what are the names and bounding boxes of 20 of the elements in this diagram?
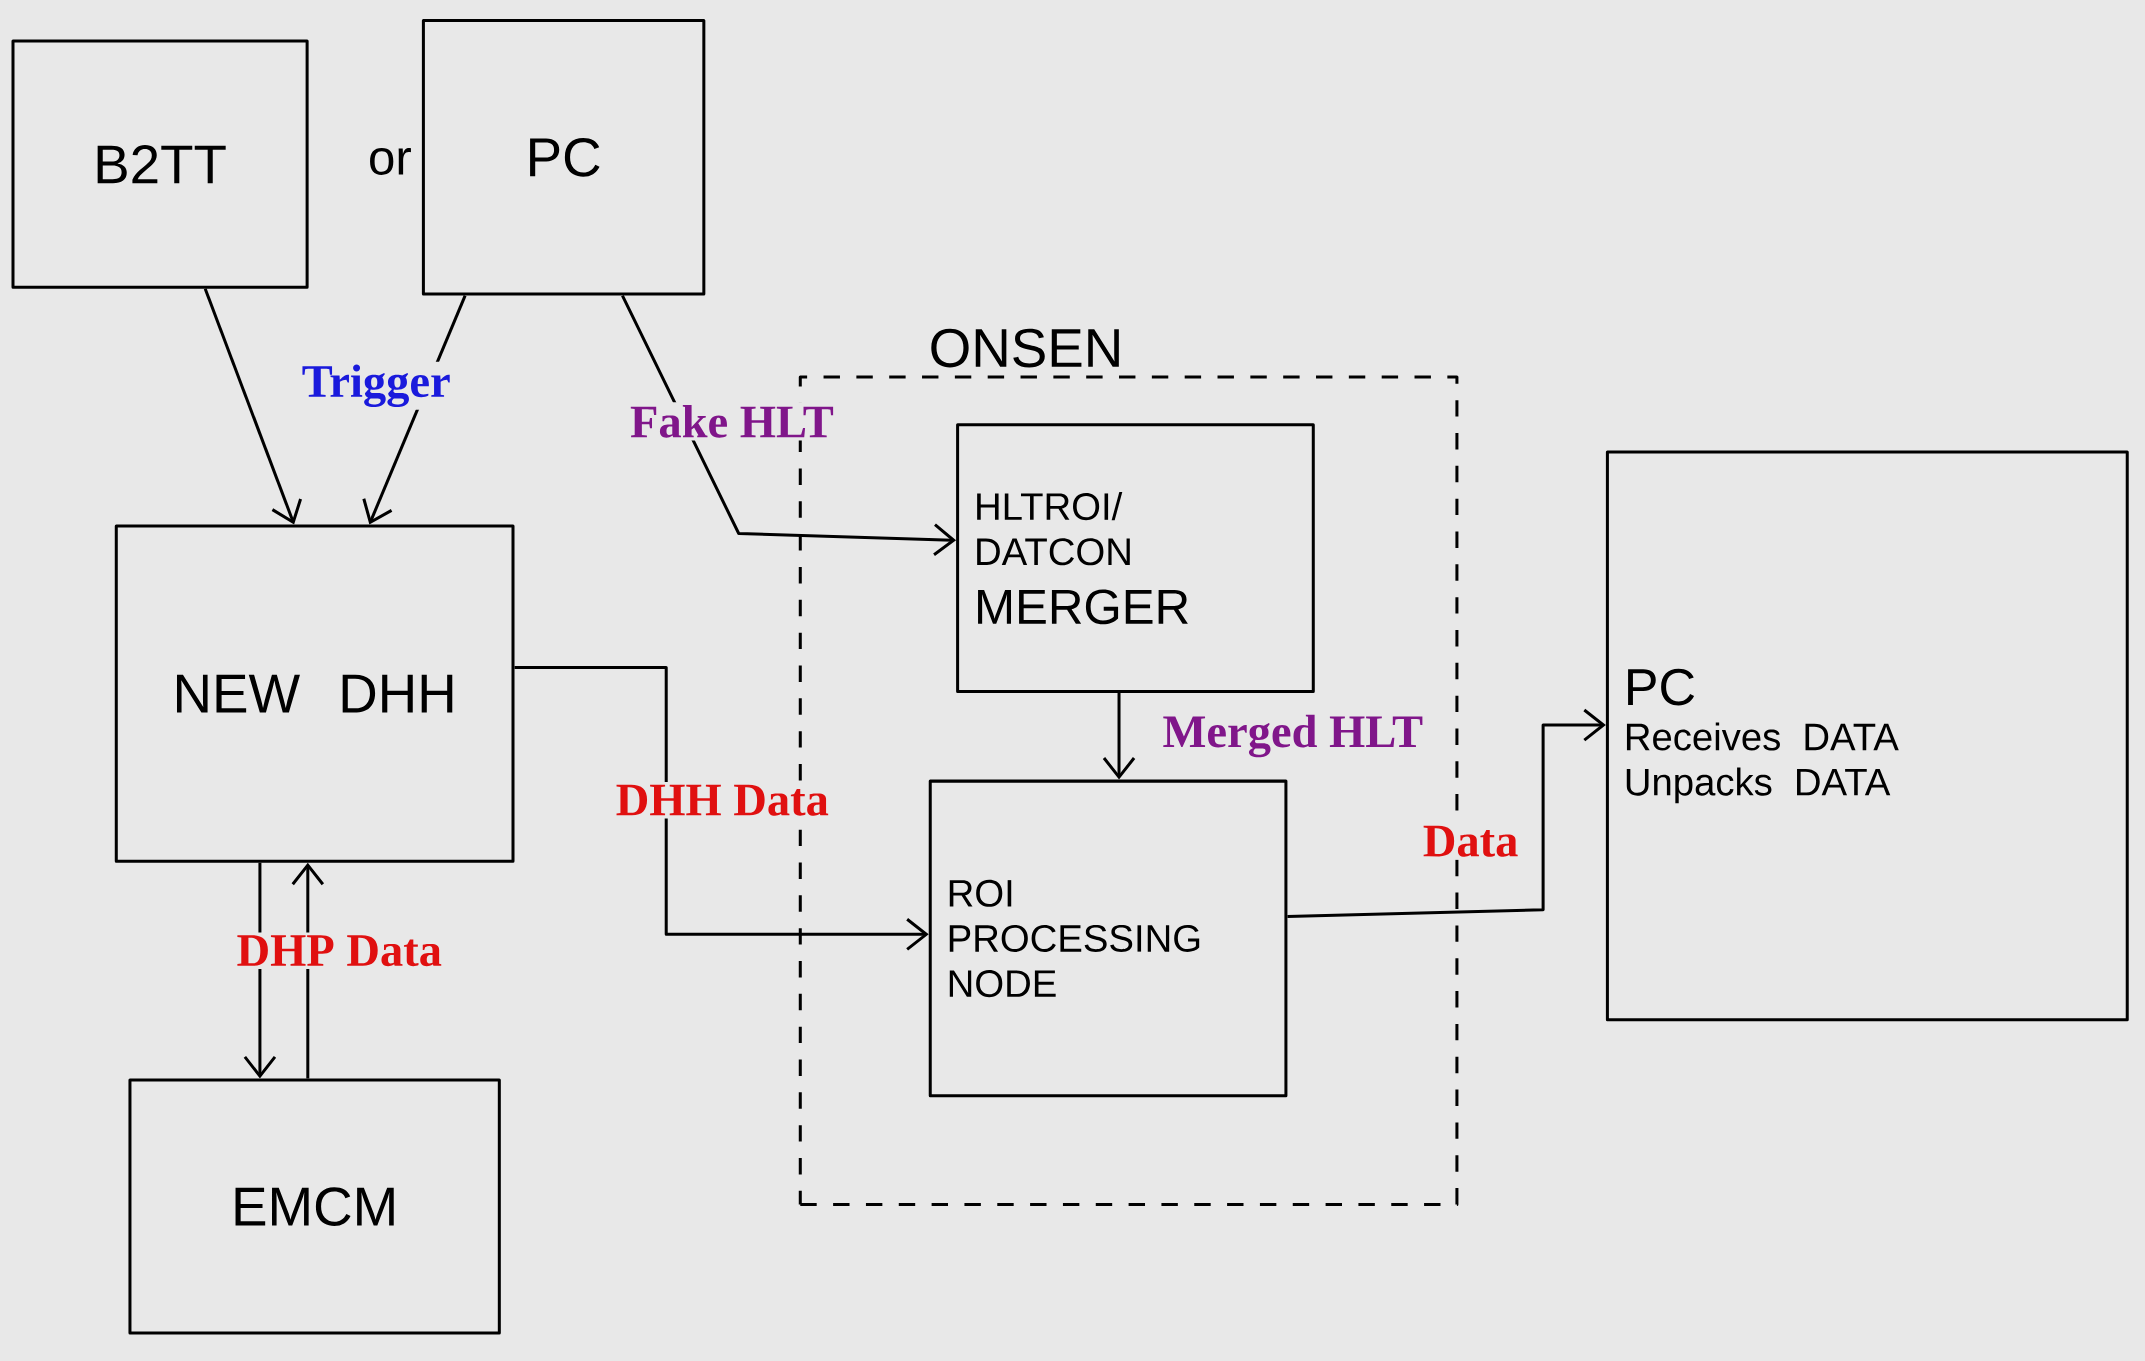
edge-label: Data (1420, 823, 1522, 860)
process-box: PC Receives DATA Unpacks DATA (1605, 450, 2129, 1022)
arrow (621, 294, 957, 556)
process-box: PC (421, 18, 706, 296)
arrow (203, 288, 302, 525)
process-box: ROI PROCESSING NODE (928, 779, 1288, 1098)
arrow (514, 666, 929, 951)
connector-word: or (370, 147, 411, 175)
edge-label: Merged HLT (1159, 711, 1426, 760)
edge-label: DHP Data (233, 932, 445, 969)
edge-label: Fake HLT (627, 402, 837, 441)
arrow (1287, 708, 1606, 918)
arrow (1102, 692, 1136, 780)
process-box: NEW DHH (114, 524, 515, 863)
edge-label: Trigger (299, 361, 454, 410)
edge-label: DHH Data (613, 782, 832, 819)
node-label: ONSEN (931, 328, 1119, 368)
process-box: EMCM (128, 1078, 501, 1335)
process-box: HLTROI/ DATCON MERGER (956, 423, 1315, 693)
process-box: B2TT (11, 39, 309, 289)
